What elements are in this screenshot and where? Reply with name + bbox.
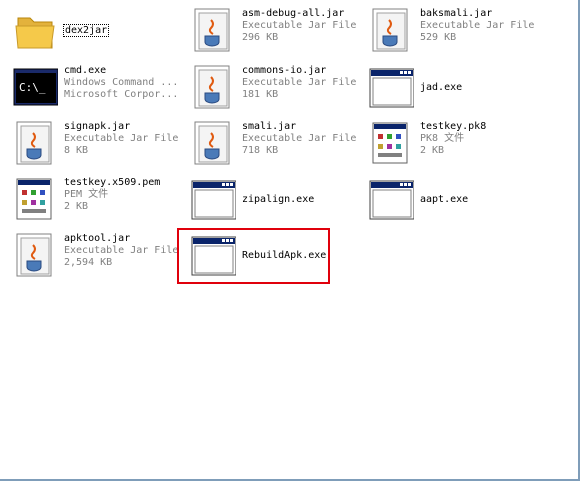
file-name: smali.jar (242, 121, 297, 132)
file-name: zipalign.exe (242, 194, 315, 205)
file-item-apktool[interactable]: apktool.jar Executable Jar File 2,594 KB (4, 228, 182, 284)
file-item-jad[interactable]: jad.exe (360, 60, 538, 116)
file-name: testkey.pk8 (420, 121, 487, 132)
file-size: 296 KB (242, 32, 279, 43)
file-size: 2 KB (420, 145, 445, 156)
jar-file-icon (12, 231, 58, 279)
exe-window-icon (190, 175, 236, 223)
file-name: RebuildApk.exe (242, 250, 327, 261)
file-name: dex2jar (62, 24, 110, 37)
file-item-aapt[interactable]: aapt.exe (360, 172, 538, 228)
file-type: Executable Jar File (64, 245, 179, 256)
file-name: aapt.exe (420, 194, 469, 205)
file-type: Executable Jar File (64, 133, 179, 144)
jar-file-icon (190, 119, 236, 167)
file-item-cmd[interactable]: C:\_ cmd.exe Windows Command ... Microso… (4, 60, 182, 116)
file-publisher: Microsoft Corpor... (64, 89, 179, 100)
file-item-rebuildapk[interactable]: RebuildApk.exe (182, 228, 360, 284)
file-type: PK8 文件 (420, 133, 465, 144)
exe-window-icon (368, 175, 414, 223)
file-size: 181 KB (242, 89, 279, 100)
certificate-file-icon (12, 175, 58, 223)
file-item-signapk[interactable]: signapk.jar Executable Jar File 8 KB (4, 116, 182, 172)
file-size: 2,594 KB (64, 257, 113, 268)
file-type: Executable Jar File (242, 20, 357, 31)
file-type: PEM 文件 (64, 189, 109, 200)
jar-file-icon (190, 6, 236, 54)
file-item-testkey-pk8[interactable]: testkey.pk8 PK8 文件 2 KB (360, 116, 538, 172)
file-type: Executable Jar File (420, 20, 535, 31)
file-type: Executable Jar File (242, 133, 357, 144)
file-item-zipalign[interactable]: zipalign.exe (182, 172, 360, 228)
file-name: jad.exe (420, 82, 463, 93)
jar-file-icon (190, 63, 236, 111)
file-name: testkey.x509.pem (64, 177, 161, 188)
exe-window-icon (190, 231, 236, 279)
file-name: apktool.jar (64, 233, 131, 244)
certificate-file-icon (368, 119, 414, 167)
file-name: asm-debug-all.jar (242, 8, 345, 19)
file-name: commons-io.jar (242, 65, 327, 76)
file-item-smali[interactable]: smali.jar Executable Jar File 718 KB (182, 116, 360, 172)
file-name: baksmali.jar (420, 8, 493, 19)
svg-text:C:\_: C:\_ (19, 81, 46, 94)
jar-file-icon (368, 6, 414, 54)
file-size: 8 KB (64, 145, 89, 156)
exe-window-icon (368, 63, 414, 111)
command-prompt-icon: C:\_ (12, 63, 58, 111)
file-name: cmd.exe (64, 65, 107, 76)
file-item-dex2jar[interactable]: dex2jar (4, 3, 182, 59)
highlight-box (177, 228, 330, 284)
file-item-asm-debug-all[interactable]: asm-debug-all.jar Executable Jar File 29… (182, 3, 360, 59)
folder-icon (12, 6, 58, 54)
file-size: 2 KB (64, 201, 89, 212)
jar-file-icon (12, 119, 58, 167)
file-item-baksmali[interactable]: baksmali.jar Executable Jar File 529 KB (360, 3, 538, 59)
file-item-commons-io[interactable]: commons-io.jar Executable Jar File 181 K… (182, 60, 360, 116)
file-size: 529 KB (420, 32, 457, 43)
file-type: Windows Command ... (64, 77, 179, 88)
file-size: 718 KB (242, 145, 279, 156)
file-type: Executable Jar File (242, 77, 357, 88)
file-name: signapk.jar (64, 121, 131, 132)
file-item-testkey-x509-pem[interactable]: testkey.x509.pem PEM 文件 2 KB (4, 172, 182, 228)
